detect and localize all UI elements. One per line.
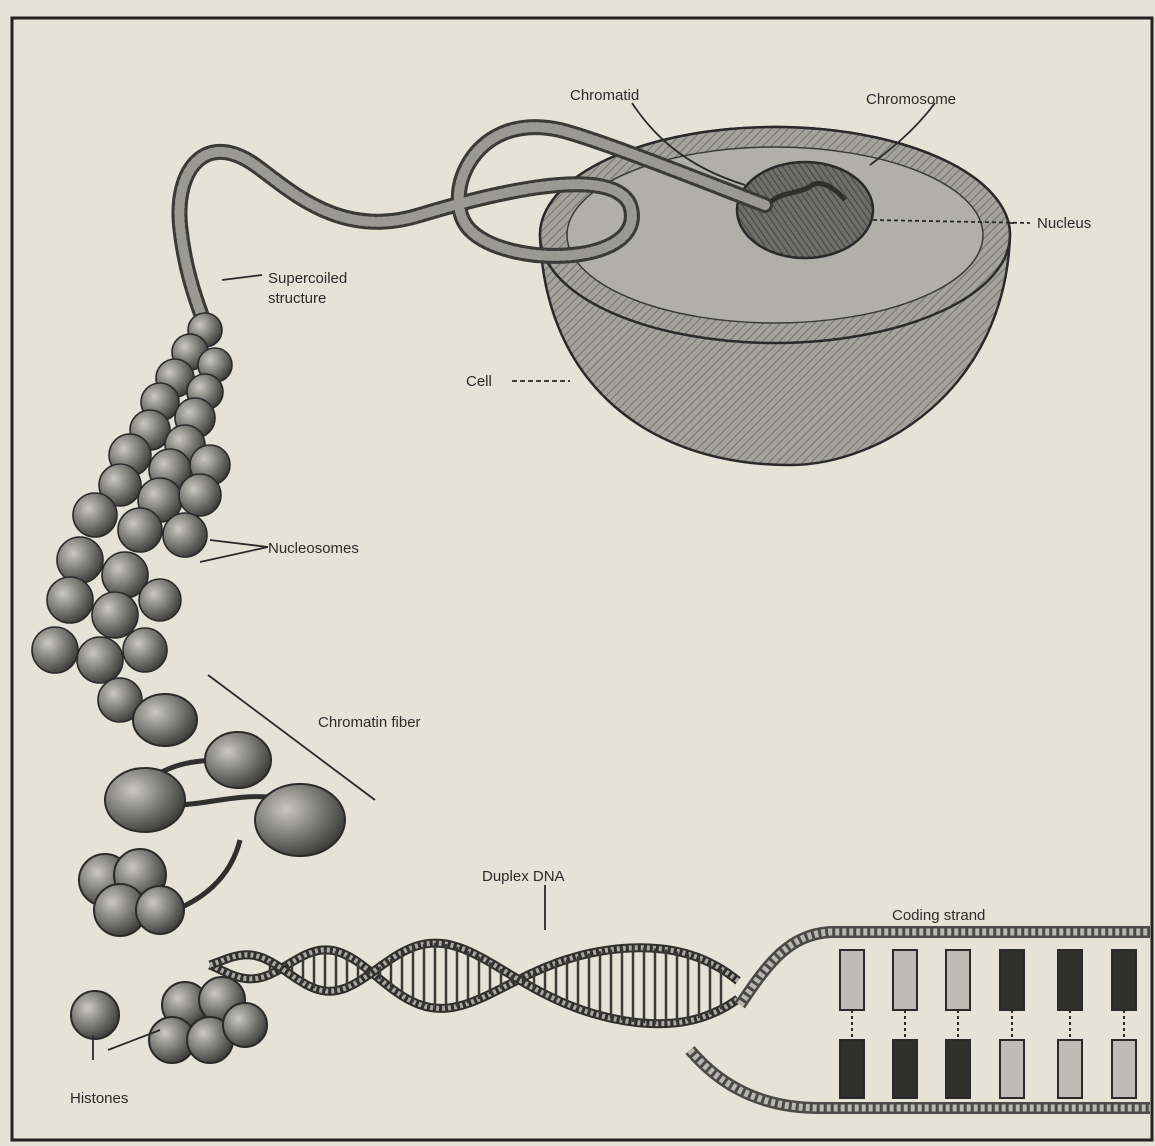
nucleosome-coil [32,313,232,722]
base-block [840,950,864,1010]
nucleosome-bead [77,637,123,683]
nucleosome-bead [118,508,162,552]
base-block [840,1040,864,1098]
label-chromatin-fiber: Chromatin fiber [318,714,421,731]
nucleosome-bead [73,493,117,537]
nucleosome-bead [163,513,207,557]
label-histones: Histones [70,1090,128,1107]
label-coding-strand: Coding strand [892,907,985,924]
base-block [893,1040,917,1098]
base-block [946,950,970,1010]
base-block [1000,1040,1024,1098]
base-block [1112,950,1136,1010]
nucleosome-bead [92,592,138,638]
label-nucleosomes: Nucleosomes [268,540,359,557]
nucleosome-bead [179,474,221,516]
label-supercoiled-line1: Supercoiled [268,270,347,287]
nucleosome-bead [32,627,78,673]
label-duplex-dna: Duplex DNA [482,868,565,885]
dna-strand [210,943,738,1024]
base-block [1058,1040,1082,1098]
label-chromatid: Chromatid [570,87,639,104]
chromatin-fiber-beads [79,694,345,936]
base-block [946,1040,970,1098]
label-nucleus: Nucleus [1037,215,1091,232]
nucleosome-bead [139,579,181,621]
base-block [1112,1040,1136,1098]
histones-shapes [71,977,267,1063]
coding-strand-region [690,932,1150,1108]
label-chromosome: Chromosome [866,91,956,108]
nucleosome-bead [47,577,93,623]
label-supercoiled-line2: structure [268,290,326,307]
base-pairs [840,950,1136,1098]
nucleosome-bead [57,537,103,583]
base-block [893,950,917,1010]
base-block [1058,950,1082,1010]
duplex-dna-helix [210,943,738,1024]
label-cell: Cell [466,373,492,390]
base-block [1000,950,1024,1010]
nucleosome-bead [123,628,167,672]
